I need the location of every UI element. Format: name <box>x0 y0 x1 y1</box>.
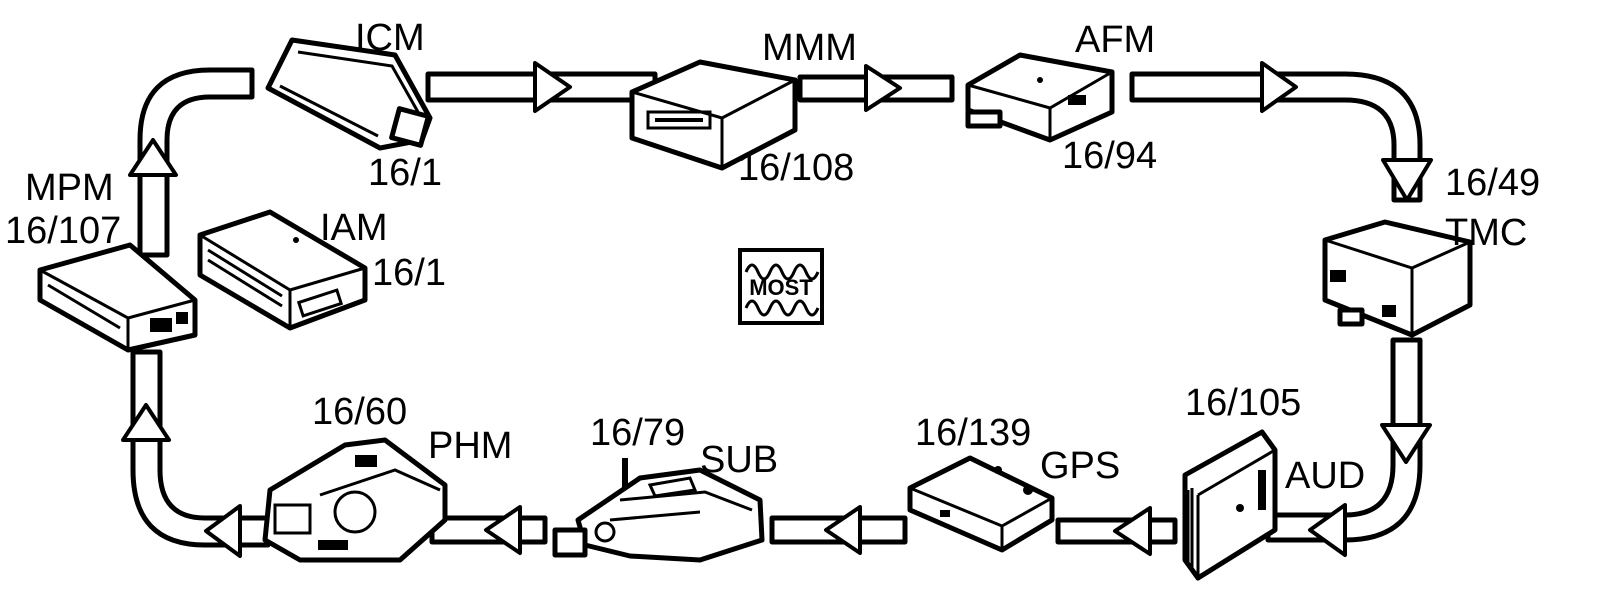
label-iam-code: 16/1 <box>372 252 446 294</box>
most-logo-wave-top <box>744 263 820 281</box>
label-sub-code: 16/79 <box>590 412 685 454</box>
pipe-phm-mpm <box>130 349 271 548</box>
arrow-right-top-1 <box>533 61 572 113</box>
label-mpm-name: MPM <box>25 167 114 209</box>
device-mmm <box>629 59 798 171</box>
arrow-left-bottom-4 <box>484 505 522 555</box>
pipe-mpm-icm <box>137 67 255 258</box>
label-phm-name: PHM <box>428 425 512 467</box>
label-tmc-name: TMC <box>1445 212 1527 254</box>
label-aud-name: AUD <box>1285 455 1365 497</box>
arrow-down-right-lower <box>1380 423 1432 464</box>
most-logo-wave-bottom <box>744 299 820 317</box>
device-afm <box>965 52 1115 143</box>
arrow-right-top-3 <box>1260 61 1298 113</box>
label-phm-code: 16/60 <box>312 391 407 433</box>
most-logo-text: MOST <box>749 275 813 300</box>
device-icm <box>265 37 433 151</box>
device-iam <box>197 209 368 331</box>
label-tmc-code: 16/49 <box>1445 162 1540 204</box>
label-gps-name: GPS <box>1040 445 1120 487</box>
label-iam-name: IAM <box>320 207 388 249</box>
label-gps-code: 16/139 <box>915 412 1031 454</box>
arrow-down-right-upper <box>1381 158 1433 202</box>
label-mmm-name: MMM <box>762 27 857 69</box>
label-mpm-code: 16/107 <box>5 210 121 252</box>
device-aud <box>1182 429 1278 581</box>
label-mmm-code: 16/108 <box>738 147 854 189</box>
label-aud-code: 16/105 <box>1185 382 1301 424</box>
label-afm-name: AFM <box>1075 19 1155 61</box>
label-icm-name: ICM <box>355 17 425 59</box>
arrow-left-bottom-3 <box>824 505 862 555</box>
label-afm-code: 16/94 <box>1062 135 1157 177</box>
arrow-right-top-2 <box>864 64 902 112</box>
most-logo: MOST <box>738 248 824 325</box>
arrow-left-bottom-1 <box>1308 503 1347 557</box>
device-sub <box>552 458 765 563</box>
device-mpm <box>37 242 198 353</box>
label-sub-name: SUB <box>700 439 778 481</box>
arrow-left-bottom-5 <box>204 504 242 558</box>
arrow-up-left-upper <box>128 138 178 177</box>
direction-arrows <box>121 61 1433 558</box>
device-gps <box>907 455 1055 553</box>
device-phm <box>262 437 448 563</box>
device-tmc <box>1322 219 1473 338</box>
arrow-left-bottom-2 <box>1113 506 1152 556</box>
arrow-up-left-lower <box>121 403 171 442</box>
pipe-tmc-aud <box>1265 337 1423 543</box>
labels: ICM 16/1 MMM 16/108 AFM 16/94 16/49 TMC … <box>5 17 1540 497</box>
label-icm-code: 16/1 <box>368 152 442 194</box>
